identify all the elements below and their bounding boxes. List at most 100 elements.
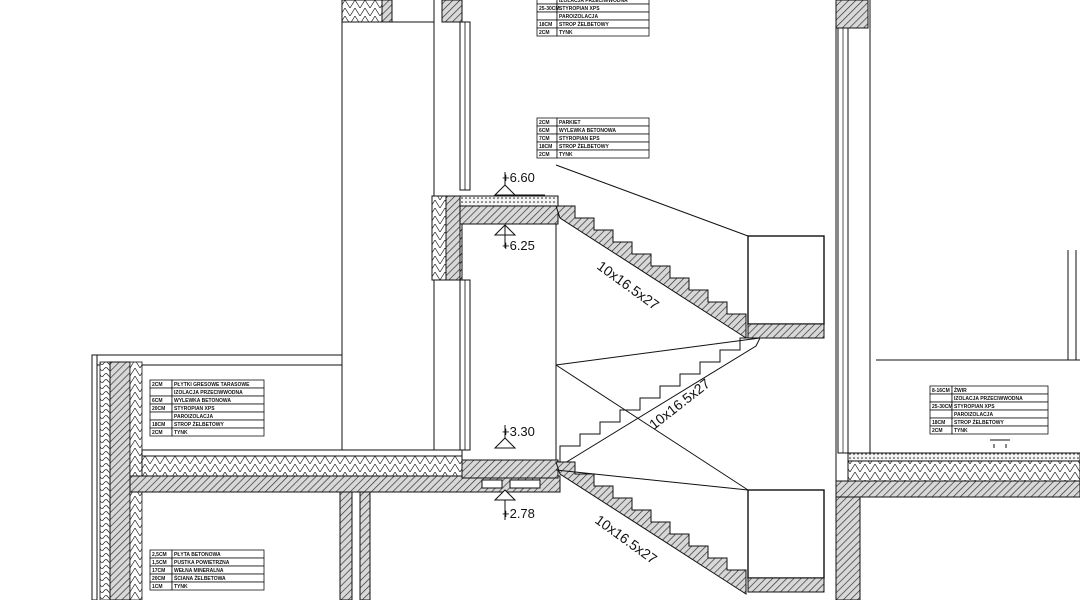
layer-thickness: 1,5CM	[152, 560, 167, 566]
beam-block-2	[509, 479, 541, 489]
layer-material: ŚCIANA ŻELBETOWA	[174, 575, 226, 582]
layer-material: WYLEWKA BETONOWA	[174, 398, 231, 404]
level-label-660: +6.60	[502, 170, 535, 185]
layer-thickness: 20CM	[152, 576, 165, 582]
interior-wall-lower-2	[359, 491, 371, 600]
layer-thickness: 6CM	[152, 398, 163, 404]
parapet-left-insulation	[341, 0, 383, 23]
layer-thickness: 20CM	[152, 406, 165, 412]
parapet-right	[835, 0, 869, 29]
layer-row: 17CM WEŁNA MINERALNA	[149, 565, 265, 575]
layer-row: 18CM STROP ŻELBETOWY	[929, 417, 1049, 427]
layer-row: IZOLACJA PRZECIWWODNA	[149, 387, 265, 397]
layer-thickness: 2CM	[539, 152, 550, 158]
layer-material: PŁYTA BETONOWA	[174, 552, 221, 558]
layer-material: IZOLACJA PRZECIWWODNA	[559, 0, 628, 4]
layer-row: 18CM STROP ŻELBETOWY	[149, 419, 265, 429]
layer-material: STYROPIAN XPS	[174, 406, 215, 412]
stair-flight-upper	[555, 205, 747, 339]
layer-row: 2CM PARKIET	[536, 117, 650, 127]
layer-table-left-wall: 2,5CM PŁYTA BETONOWA 1,5CM PUSTKA POWIETRZN…	[149, 549, 265, 591]
landing-slab-lower	[747, 577, 825, 593]
layer-material: PUSTKA POWIETRZNA	[174, 560, 230, 566]
layer-thickness: 8-16CM	[932, 388, 950, 394]
level-marker-330: +3.30	[493, 424, 535, 449]
layer-material: WYLEWKA BETONOWA	[559, 128, 616, 134]
layer-material: PAROIZOLACJA	[559, 14, 598, 20]
level-label-625: +6.25	[502, 238, 535, 253]
layer-material: PAROIZOLACJA	[954, 412, 993, 418]
layer-thickness: 2CM	[539, 30, 550, 36]
stair-landing-lower	[747, 489, 825, 579]
layer-row: IZOLACJA PRZECIWWODNA	[929, 393, 1049, 403]
layer-material: PŁYTKI GRESOWE TARASOWE	[174, 382, 250, 388]
drain-symbol-right	[990, 439, 1010, 448]
upper-window-bay	[341, 0, 471, 451]
level-label-278: +2.78	[502, 506, 535, 521]
layer-material: IZOLACJA PRZECIWWODNA	[174, 390, 243, 396]
level-label-330: +3.30	[502, 424, 535, 439]
layer-thickness: 18CM	[152, 422, 165, 428]
layer-thickness: 2,5CM	[152, 552, 167, 558]
parapet-mid	[441, 0, 463, 23]
layer-thickness: 2CM	[152, 382, 163, 388]
stair-flight-middle	[559, 337, 761, 467]
layer-thickness: 2CM	[932, 428, 943, 434]
layer-material: PARKIET	[559, 120, 581, 126]
layer-material: ŻWIR	[954, 387, 967, 394]
interior-wall-lower-1	[339, 491, 353, 600]
parapet-left-concrete	[381, 0, 393, 23]
layer-thickness: 18CM	[932, 420, 945, 426]
layer-row: IZOLACJA PRZECIWWODNA	[536, 0, 650, 5]
layer-thickness: 18CM	[539, 144, 552, 150]
layer-row: 2CM TYNK	[929, 425, 1049, 435]
layer-thickness: 2CM	[539, 120, 550, 126]
landing-slab-center	[461, 459, 559, 479]
level-marker-278: +2.78	[493, 489, 535, 521]
layer-thickness: 25-30CM	[932, 404, 953, 410]
layer-row: 2CM TYNK	[536, 27, 650, 37]
layer-row: 20CM ŚCIANA ŻELBETOWA	[149, 573, 265, 583]
level-marker-660: +6.60	[493, 170, 545, 196]
layer-row: 20CM STYROPIAN XPS	[149, 403, 265, 413]
layer-row: PAROIZOLACJA	[536, 11, 650, 21]
layer-material: STROP ŻELBETOWY	[954, 419, 1004, 426]
layer-row: 2,5CM PŁYTA BETONOWA	[149, 549, 265, 559]
beam-block-1	[481, 479, 503, 489]
landing-slab-upper	[747, 323, 825, 339]
layer-material: TYNK	[559, 30, 573, 36]
layer-material: PAROIZOLACJA	[174, 414, 213, 420]
layer-row: 6CM WYLEWKA BETONOWA	[149, 395, 265, 405]
level-marker-625: +6.25	[493, 224, 535, 253]
stair-landing-upper	[747, 235, 825, 325]
layer-row: 1,5CM PUSTKA POWIETRZNA	[149, 557, 265, 567]
layer-table-left-terrace: 2CM PŁYTKI GRESOWE TARASOWE IZOLACJA PRZEC…	[149, 379, 265, 437]
left-exterior-wall	[91, 354, 343, 600]
layer-material: STROP ŻELBETOWY	[174, 421, 224, 428]
layer-material: STROP ŻELBETOWY	[559, 143, 609, 150]
layer-thickness: 17CM	[152, 568, 165, 574]
layer-material: TYNK	[559, 152, 573, 158]
layer-material: TYNK	[174, 430, 188, 436]
stair-flight-lower	[555, 461, 747, 595]
layer-material: STYROPIAN EPS	[559, 136, 600, 142]
layer-material: TYNK	[954, 428, 968, 434]
layer-row: 2CM TYNK	[536, 149, 650, 159]
stair-guide-lines	[555, 164, 761, 491]
mid-slab	[431, 195, 559, 281]
layer-row: 8-16CM ŻWIR	[929, 385, 1049, 395]
layer-material: WEŁNA MINERALNA	[174, 568, 224, 574]
layer-material: STROP ŻELBETOWY	[559, 21, 609, 28]
layer-row: PAROIZOLACJA	[149, 411, 265, 421]
roof-slab-right	[835, 250, 1080, 600]
layer-material: STYROPIAN XPS	[954, 404, 995, 410]
